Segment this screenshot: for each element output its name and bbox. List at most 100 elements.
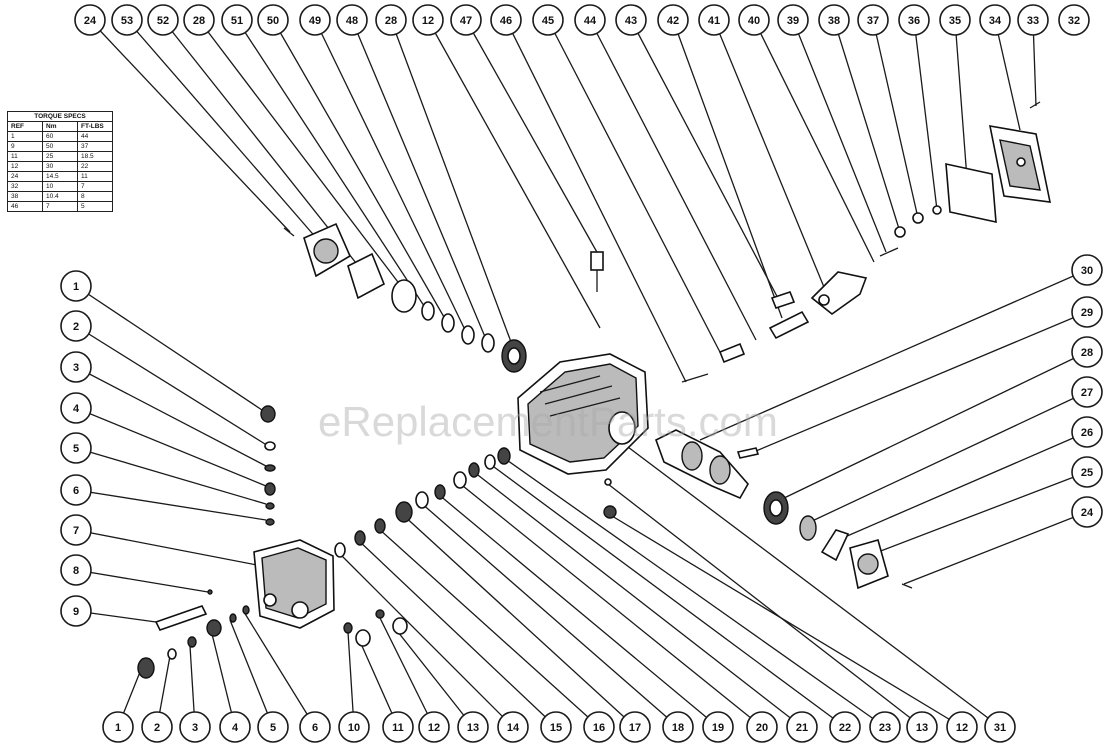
callout-circle <box>1071 416 1103 448</box>
torque-cell: 11 <box>7 151 43 162</box>
leader-line <box>872 19 919 219</box>
torque-cell: 9 <box>7 141 43 152</box>
callout-circle <box>1017 4 1049 36</box>
callout-number: 11 <box>392 722 404 734</box>
leader-line <box>314 19 469 337</box>
callout-circle <box>219 711 251 743</box>
callout-number: 34 <box>989 15 1002 27</box>
callout-51: 51 <box>221 4 253 36</box>
leader-line <box>377 527 600 728</box>
callout-circle <box>857 4 889 36</box>
torque-cell: 14.5 <box>42 171 78 182</box>
torque-cell: 32 <box>7 181 43 192</box>
leader-line <box>489 463 846 728</box>
callout-6: 6 <box>60 474 92 506</box>
leader-line <box>419 501 679 728</box>
leader-line <box>75 489 267 521</box>
callout-number: 18 <box>672 722 684 734</box>
leader-line <box>623 443 1001 728</box>
callout-number: 6 <box>73 485 79 497</box>
leader-line <box>792 19 887 253</box>
callout-circle <box>657 4 689 36</box>
callout-circle <box>490 4 522 36</box>
torque-cell: 44 <box>77 131 113 142</box>
callout-circle <box>60 554 92 586</box>
callout-circle <box>898 4 930 36</box>
seal-18 <box>415 491 429 509</box>
torque-header-ftlbs: FT-LBS <box>77 121 113 132</box>
callout-36: 36 <box>898 4 930 36</box>
callout-number: 30 <box>1081 265 1093 277</box>
callout-30: 30 <box>1071 254 1103 286</box>
callout-circle <box>60 270 92 302</box>
leader-line <box>75 569 209 593</box>
ring-12 <box>375 609 385 619</box>
callout-circle <box>338 711 370 743</box>
callout-circle <box>60 351 92 383</box>
callout-45: 45 <box>532 4 564 36</box>
leader-line <box>779 351 1088 501</box>
callout-number: 35 <box>949 15 961 27</box>
callout-16: 16 <box>583 711 615 743</box>
seal-ring-49 <box>461 325 475 345</box>
valve-4-bottom <box>206 619 222 637</box>
callout-circle <box>74 4 106 36</box>
callout-number: 12 <box>956 722 968 734</box>
callout-circle <box>336 4 368 36</box>
callout-circle <box>382 711 414 743</box>
torque-cell: 10 <box>42 181 78 192</box>
seal-ring-50 <box>441 313 455 333</box>
callout-number: 23 <box>879 722 891 734</box>
callout-number: 48 <box>346 15 358 27</box>
callout-circle <box>540 711 572 743</box>
callout-number: 5 <box>270 722 276 734</box>
callout-23: 23 <box>869 711 901 743</box>
key <box>736 447 760 459</box>
callout-number: 28 <box>193 15 205 27</box>
callout-32: 32 <box>1058 4 1090 36</box>
callout-24: 24 <box>1071 496 1103 528</box>
callout-circle <box>818 4 850 36</box>
washer-2-bottom <box>167 648 177 660</box>
bolt-9 <box>154 605 208 631</box>
callout-31: 31 <box>984 711 1016 743</box>
callout-number: 33 <box>1027 15 1039 27</box>
callout-35: 35 <box>939 4 971 36</box>
callout-number: 2 <box>154 722 160 734</box>
callout-18: 18 <box>662 711 694 743</box>
callout-number: 6 <box>312 722 318 734</box>
ring-13-center <box>604 478 612 486</box>
plug-1-left <box>260 405 276 423</box>
leader-line <box>75 447 267 505</box>
callout-number: 19 <box>712 722 724 734</box>
torque-cell: 12 <box>7 161 43 172</box>
callout-49: 49 <box>299 4 331 36</box>
callout-1: 1 <box>60 270 92 302</box>
callout-circle <box>532 4 564 36</box>
leader-line <box>397 631 474 728</box>
callout-38: 38 <box>818 4 850 36</box>
callout-28: 28 <box>1071 336 1103 368</box>
torque-table-title: TORQUE SPECS <box>7 111 113 122</box>
callout-number: 25 <box>1081 467 1093 479</box>
callout-circle <box>979 4 1011 36</box>
seal-ring-48 <box>481 333 495 353</box>
callout-8: 8 <box>60 554 92 586</box>
valve-4-left <box>264 482 276 496</box>
torque-cell: 30 <box>42 161 78 172</box>
callout-37: 37 <box>857 4 889 36</box>
leader-line <box>473 471 803 728</box>
callout-50: 50 <box>257 4 289 36</box>
callout-46: 46 <box>490 4 522 36</box>
pin-44 <box>718 342 746 364</box>
plug-1-bottom <box>137 657 155 679</box>
callout-17: 17 <box>619 711 651 743</box>
callout-25: 25 <box>1071 456 1103 488</box>
leader-line <box>672 19 783 319</box>
callout-40: 40 <box>738 4 770 36</box>
plunger-guide <box>768 310 810 340</box>
leader-line <box>351 19 489 345</box>
